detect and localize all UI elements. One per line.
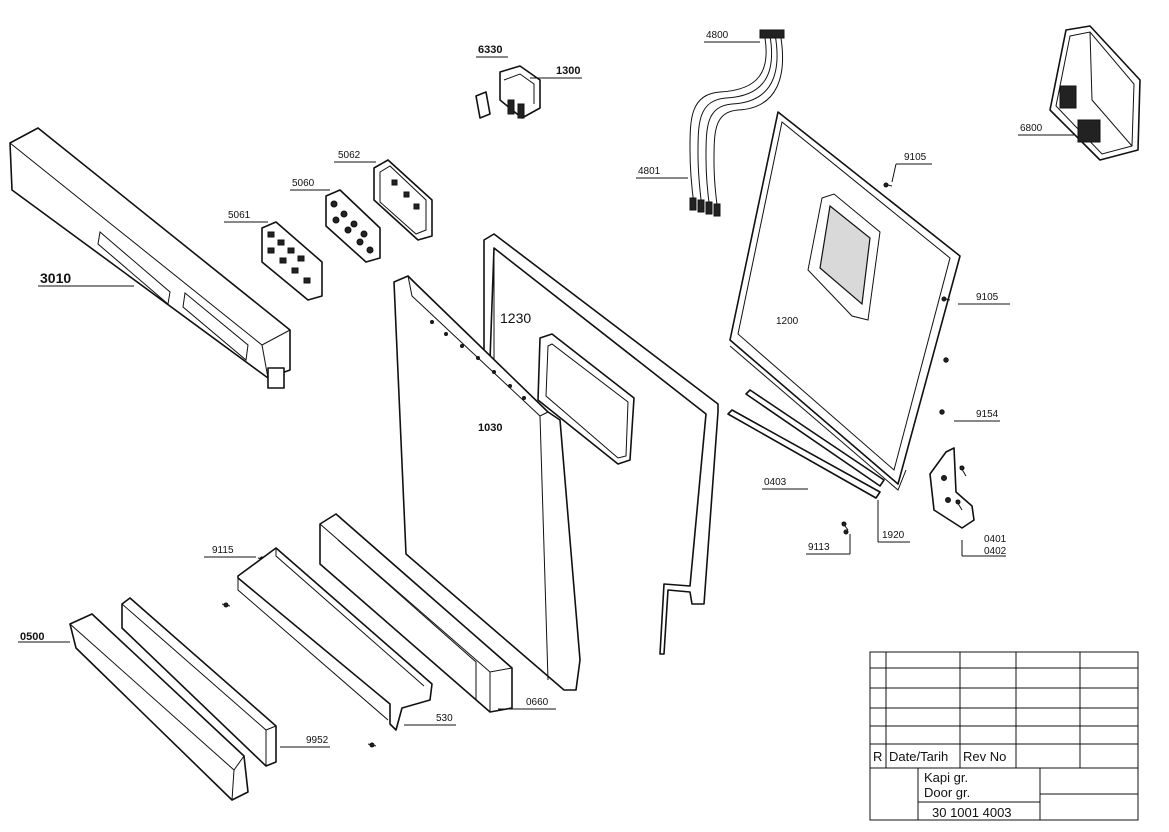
screw-bottom: [367, 742, 377, 748]
label-4800: 4800: [706, 30, 729, 41]
screw-9113: [841, 521, 849, 535]
label-0401: 0401: [984, 534, 1007, 545]
part-0500-kick-plate: [69, 613, 249, 801]
part-0401-hinge: [929, 447, 975, 529]
label-0500: 0500: [20, 631, 44, 643]
part-4800-wire-harness: [689, 29, 785, 213]
part-5060-module: [325, 189, 381, 263]
label-6800: 6800: [1020, 123, 1043, 134]
label-4801: 4801: [638, 166, 661, 177]
label-1030: 1030: [478, 422, 502, 434]
label-1230: 1230: [500, 310, 531, 326]
screw-9105b: [941, 296, 951, 302]
label-9952: 9952: [306, 735, 329, 746]
part-9952-strip: [121, 597, 277, 767]
label-0660: 0660: [526, 697, 549, 708]
screw-hinge-b: [955, 499, 963, 511]
part-5061-module: [261, 221, 323, 301]
label-5060: 5060: [292, 178, 315, 189]
screw-9105a: [883, 182, 893, 188]
screw-hinge-a: [959, 465, 967, 477]
part-6800-dispenser: [1049, 25, 1141, 161]
part-1300-latch: [499, 65, 541, 119]
part-4801-connectors: [689, 197, 721, 217]
label-1920: 1920: [882, 530, 905, 541]
part-0403-rail: [727, 389, 885, 499]
part-1200-inner-door: [729, 111, 961, 491]
part-530-bracket: [237, 547, 433, 731]
callouts: 6330 1300 4800 4801 6800 5062 5060 5061 …: [18, 30, 1074, 748]
title-col-date: Date/Tarih: [889, 749, 948, 764]
title-drawing-no: 30 1001 4003: [932, 805, 1012, 820]
label-9105-top: 9105: [904, 152, 927, 163]
label-5061: 5061: [228, 210, 251, 221]
label-0402: 0402: [984, 546, 1007, 557]
label-9115: 9115: [212, 545, 234, 556]
title-block: R Date/Tarih Rev No Kapi gr. Door gr. 30…: [869, 651, 1139, 821]
screw-9154a: [943, 357, 949, 363]
label-9154: 9154: [976, 409, 999, 420]
label-9105-side: 9105: [976, 292, 999, 303]
title-group-tr: Kapi gr.: [924, 770, 968, 785]
part-5062-board: [373, 159, 433, 241]
label-5062: 5062: [338, 150, 361, 161]
screw-left: [221, 602, 231, 608]
screw-9154b: [939, 409, 945, 415]
part-3010-control-panel: [9, 127, 291, 389]
part-1030-door-panel: [393, 275, 581, 691]
title-col-r: R: [873, 749, 882, 764]
label-1300: 1300: [556, 65, 580, 77]
label-0403: 0403: [764, 477, 787, 488]
part-0660-bottom-profile: [319, 513, 513, 713]
label-9113: 9113: [808, 542, 830, 553]
label-6330: 6330: [478, 44, 502, 56]
label-3010: 3010: [40, 270, 71, 286]
title-group-en: Door gr.: [924, 785, 970, 800]
title-col-rev: Rev No: [963, 749, 1006, 764]
label-1200: 1200: [776, 316, 799, 327]
part-6330-bracket: [475, 91, 491, 119]
label-530: 530: [436, 713, 453, 724]
